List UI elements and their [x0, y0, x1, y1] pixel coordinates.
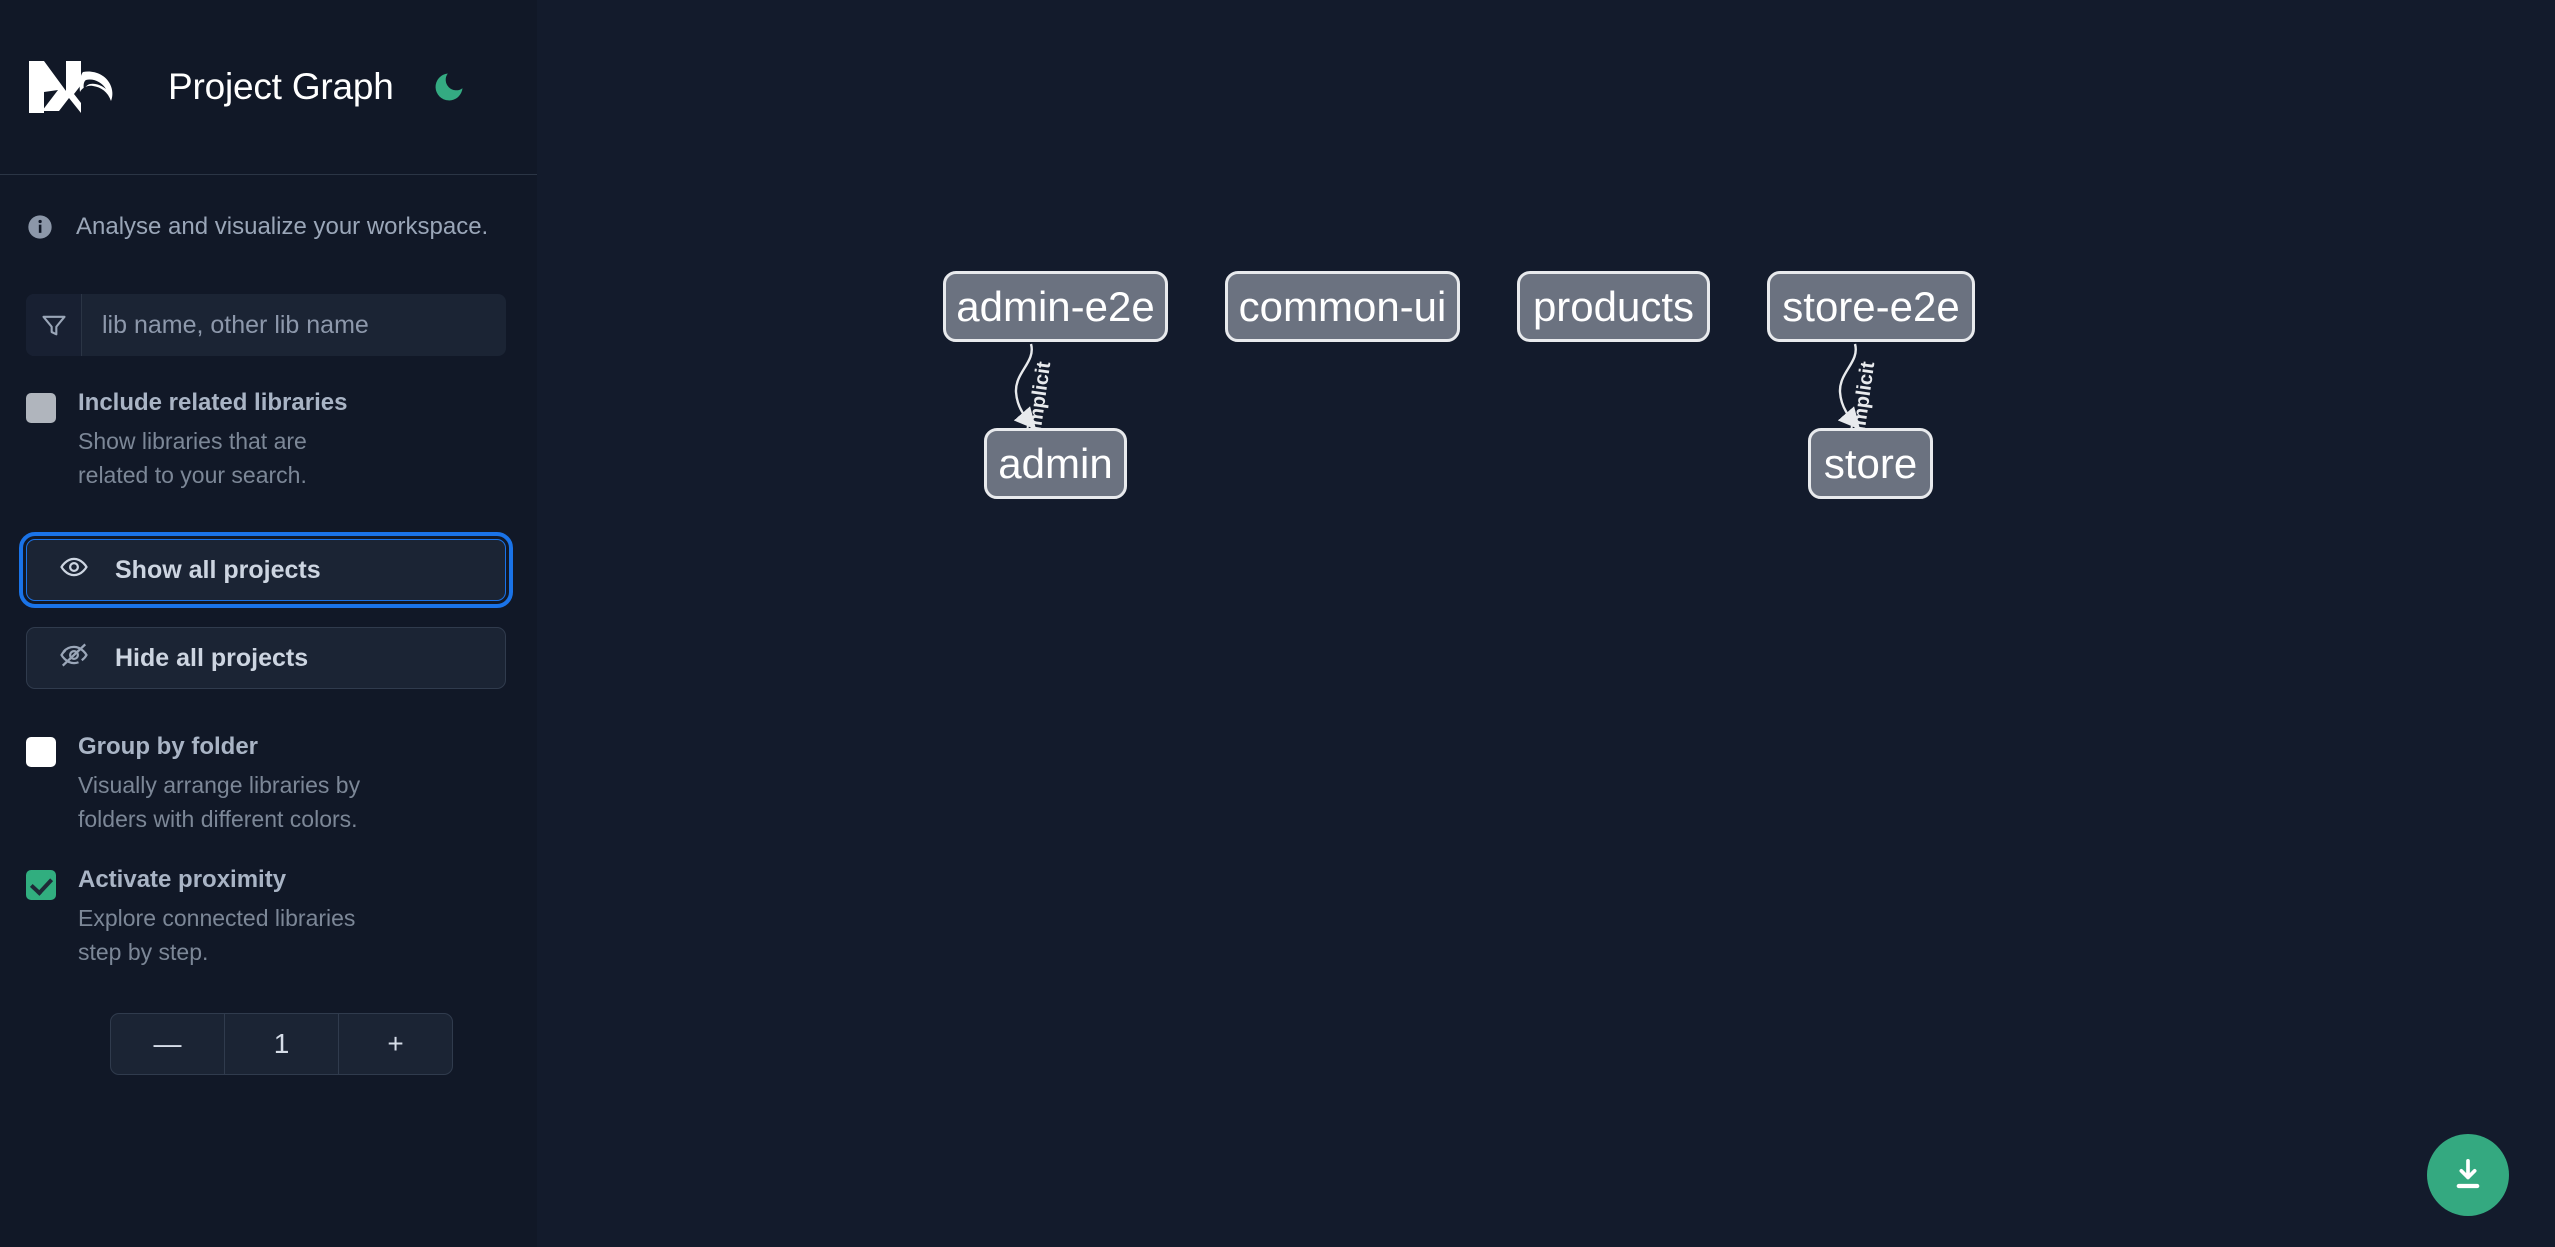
- sidebar-description: Analyse and visualize your workspace.: [0, 175, 537, 241]
- option-activate-proximity[interactable]: Activate proximity Explore connected lib…: [0, 865, 537, 969]
- proximity-stepper[interactable]: — 1 +: [110, 1013, 453, 1075]
- graph-edges: [1013, 343, 1861, 430]
- graph-node-admin[interactable]: admin: [984, 428, 1127, 499]
- sidebar-description-text: Analyse and visualize your workspace.: [76, 213, 489, 240]
- show-all-projects-button[interactable]: Show all projects: [19, 532, 513, 608]
- nx-logo-icon: [26, 54, 120, 120]
- option-label: Group by folder: [78, 733, 258, 760]
- moon-icon[interactable]: [428, 66, 470, 108]
- checkbox-group-by-folder[interactable]: [26, 737, 56, 767]
- graph-node-products[interactable]: products: [1517, 271, 1710, 342]
- option-include-related-libraries[interactable]: Include related libraries Show libraries…: [0, 388, 537, 492]
- download-icon: [2456, 1159, 2480, 1189]
- graph-node-admin-e2e[interactable]: admin-e2e: [943, 271, 1168, 342]
- sidebar: Project Graph Analyse and visualize your…: [0, 0, 537, 1247]
- info-icon: [26, 213, 54, 241]
- graph-node-store-e2e[interactable]: store-e2e: [1767, 271, 1975, 342]
- edge-label-store-e2e-store: implicit: [1847, 360, 1880, 433]
- graph-node-common-ui[interactable]: common-ui: [1225, 271, 1460, 342]
- page-title: Project Graph: [168, 66, 394, 107]
- hide-all-projects-label: Hide all projects: [115, 643, 309, 672]
- checkbox-include-related-libraries[interactable]: [26, 393, 56, 423]
- search-input[interactable]: [82, 294, 506, 356]
- download-graph-button[interactable]: [2427, 1134, 2509, 1216]
- stepper-value: 1: [224, 1014, 338, 1074]
- stepper-decrement-button[interactable]: —: [153, 1028, 182, 1059]
- eye-icon: [59, 552, 89, 589]
- edge-label-admin-e2e-admin: implicit: [1023, 360, 1056, 433]
- show-all-projects-label: Show all projects: [115, 555, 321, 584]
- funnel-icon: [26, 294, 82, 356]
- hide-all-projects-button[interactable]: Hide all projects: [26, 627, 506, 689]
- checkbox-activate-proximity[interactable]: [26, 870, 56, 900]
- eye-off-icon: [59, 640, 89, 677]
- option-group-by-folder[interactable]: Group by folder Visually arrange librari…: [0, 732, 537, 836]
- option-description: Show libraries that are related to your …: [78, 428, 307, 488]
- sidebar-header: Project Graph: [0, 0, 537, 175]
- graph-node-store[interactable]: store: [1808, 428, 1933, 499]
- option-label: Include related libraries: [78, 389, 348, 416]
- option-description: Visually arrange libraries by folders wi…: [78, 772, 361, 832]
- graph-canvas[interactable]: admin-e2e common-ui products store-e2e admin…: [537, 0, 2555, 1247]
- option-label: Activate proximity: [78, 866, 287, 893]
- option-description: Explore connected libraries step by step…: [78, 905, 356, 965]
- filter-field[interactable]: [26, 294, 506, 356]
- stepper-increment-button[interactable]: +: [338, 1014, 452, 1074]
